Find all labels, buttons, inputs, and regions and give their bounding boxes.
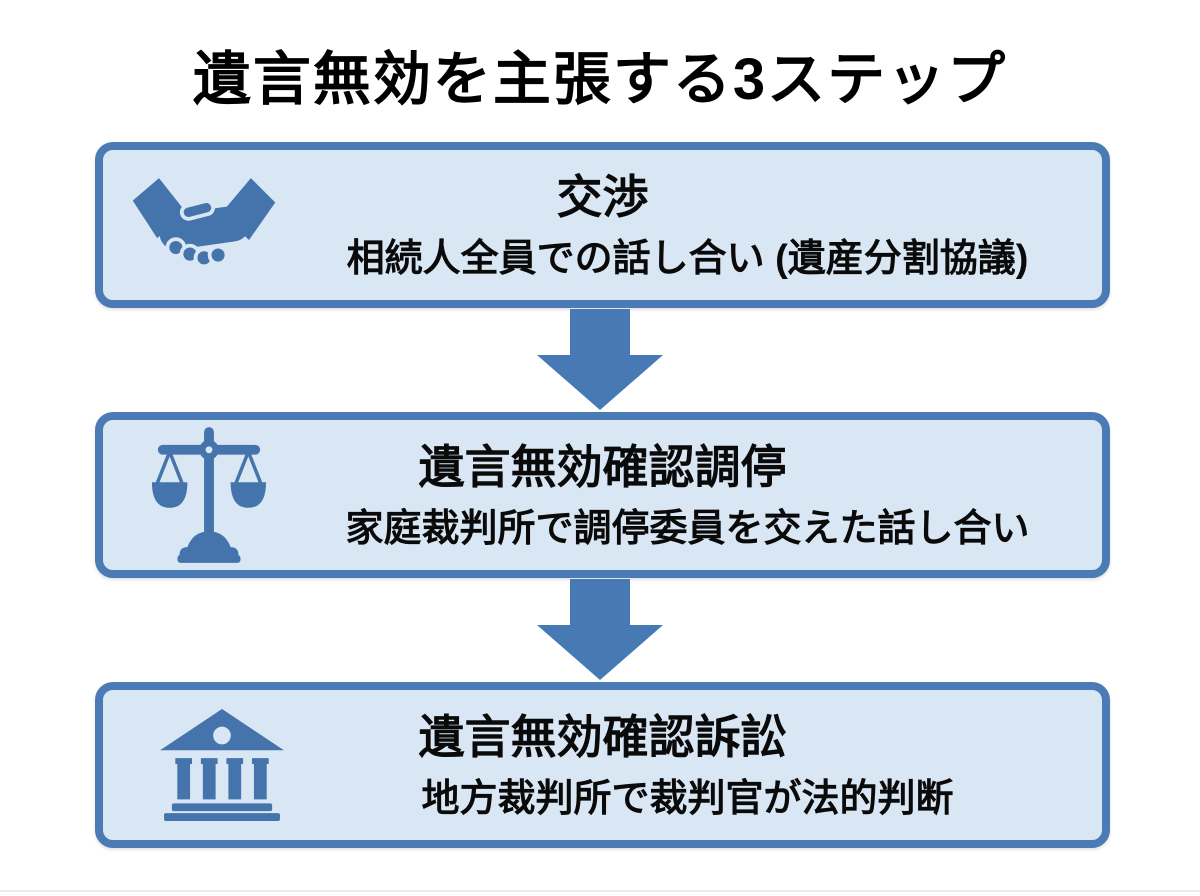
page-title: 遺言無効を主張する3ステップ: [192, 47, 1008, 112]
step-title: 遺言無効確認調停: [418, 441, 787, 493]
courthouse-icon: [158, 709, 286, 821]
step-box-mediation: 遺言無効確認調停 家庭裁判所で調停委員を交えた話し合い: [95, 412, 1110, 578]
bottom-edge-line: [0, 890, 1200, 892]
step-box-negotiation: 交渉 相続人全員での話し合い (遺産分割協議): [95, 142, 1110, 308]
step-title: 遺言無効確認訴訟: [418, 711, 787, 763]
step-title: 交渉: [556, 171, 649, 223]
scales-icon: [150, 427, 268, 563]
down-arrow-icon: [537, 579, 663, 680]
handshake-icon: [129, 171, 279, 279]
step-box-lawsuit: 遺言無効確認訴訟 地方裁判所で裁判官が法的判断: [95, 682, 1110, 848]
step-subtitle: 地方裁判所で裁判官が法的判断: [421, 778, 954, 820]
down-arrow-icon: [537, 309, 663, 410]
step-subtitle: 家庭裁判所で調停委員を交えた話し合い: [345, 508, 1030, 550]
step-subtitle: 相続人全員での話し合い (遺産分割協議): [346, 238, 1029, 280]
